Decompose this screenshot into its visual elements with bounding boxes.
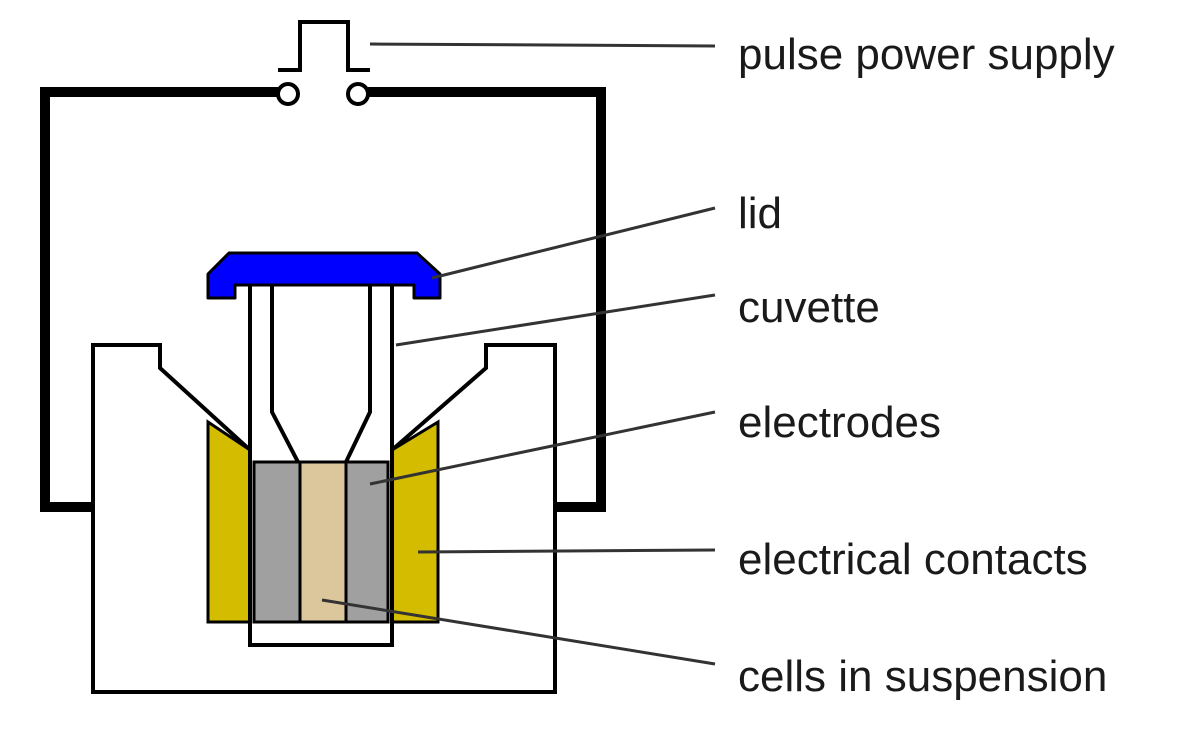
label-cuvette: cuvette xyxy=(738,283,880,332)
electrode-right xyxy=(344,460,390,624)
cuvette-inner xyxy=(270,285,372,463)
label-cells-in-suspension: cells in suspension xyxy=(738,652,1107,701)
leader-electrical-contacts xyxy=(417,548,716,554)
switch-terminal-right xyxy=(346,82,370,106)
switch-terminal-left xyxy=(276,82,300,106)
label-electrical-contacts: electrical contacts xyxy=(738,535,1088,584)
electrical-contact-right xyxy=(390,419,440,624)
pulse-symbol xyxy=(278,20,370,72)
label-electrodes: electrodes xyxy=(738,398,941,447)
electrical-contact-left xyxy=(206,419,252,624)
leader-pulse-power-supply xyxy=(369,42,716,48)
electrode-left xyxy=(252,460,302,624)
leader-lid xyxy=(431,206,716,280)
leader-electrodes xyxy=(369,410,716,486)
leader-cells-in-suspension xyxy=(321,598,716,666)
lid xyxy=(206,251,442,300)
label-pulse-power-supply: pulse power supply xyxy=(738,30,1115,79)
leader-cuvette xyxy=(395,293,716,347)
cells-in-suspension-region xyxy=(298,460,348,624)
label-lid: lid xyxy=(738,189,782,238)
